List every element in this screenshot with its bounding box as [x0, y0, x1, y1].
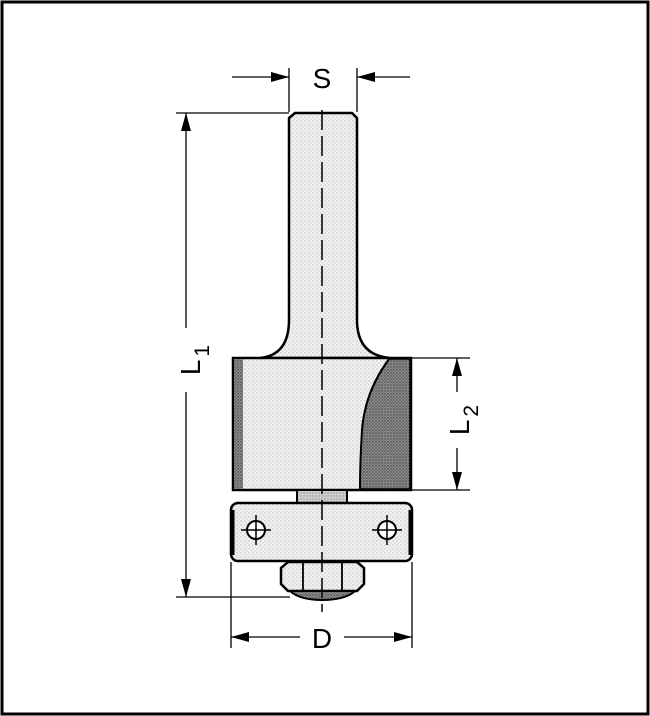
svg-text:L1: L1: [175, 345, 214, 375]
dimension-s-label: S: [313, 63, 332, 94]
dimension-s: S: [232, 63, 410, 112]
dimension-l1-label: L: [175, 360, 206, 376]
dimension-l2-label: L: [444, 420, 475, 436]
dimension-l1-subscript: 1: [191, 345, 214, 357]
cutter-left-edge: [234, 359, 243, 489]
dimension-d-label: D: [312, 623, 332, 654]
bearing-ball-left: [241, 515, 271, 545]
dimension-l2-subscript: 2: [460, 405, 483, 417]
bearing-ball-right: [372, 515, 402, 545]
dimension-l2: L2: [412, 357, 483, 491]
dimension-d: D: [230, 562, 413, 654]
shank: [259, 111, 391, 360]
dimension-l1: L1: [175, 112, 290, 598]
svg-text:L2: L2: [444, 405, 483, 435]
